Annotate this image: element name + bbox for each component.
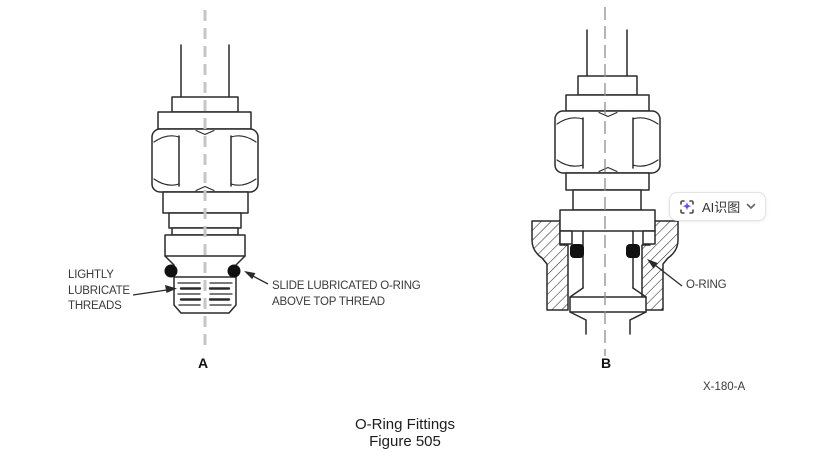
callout-arrows xyxy=(132,259,683,296)
figure-reference-code: X-180-A xyxy=(703,381,746,393)
oring-b-right xyxy=(626,244,640,258)
arrowhead-threads xyxy=(165,285,177,293)
figure-caption-title: O-Ring Fittings xyxy=(354,416,456,433)
diagram-b-label: B xyxy=(601,355,612,371)
ai-scan-icon xyxy=(678,198,696,216)
arrowhead-oring-a xyxy=(244,271,256,280)
callout-oring: O-RING xyxy=(686,279,727,291)
diagram-a-label: A xyxy=(198,355,209,371)
ai-button-label: AI识图 xyxy=(702,200,741,215)
arrowhead-oring-b xyxy=(647,259,658,269)
ai-image-recognition-button[interactable]: AI识图 xyxy=(669,192,767,221)
figure-caption: O-Ring Fittings Figure 505 xyxy=(0,416,810,450)
boss-wall-left xyxy=(531,220,569,311)
chevron-down-icon[interactable] xyxy=(746,203,756,210)
callout-lightly-lubricate-threads: LIGHTLY LUBRICATE THREADS xyxy=(68,269,130,312)
diagram-b-fitting xyxy=(531,29,679,335)
oring-b-left xyxy=(570,244,584,258)
callout-slide-lubricated-oring: SLIDE LUBRICATED O-RING ABOVE TOP THREAD xyxy=(272,280,421,308)
oring-a-right xyxy=(227,264,241,278)
oring-a-left xyxy=(164,264,178,278)
figure-caption-number: Figure 505 xyxy=(369,433,441,450)
